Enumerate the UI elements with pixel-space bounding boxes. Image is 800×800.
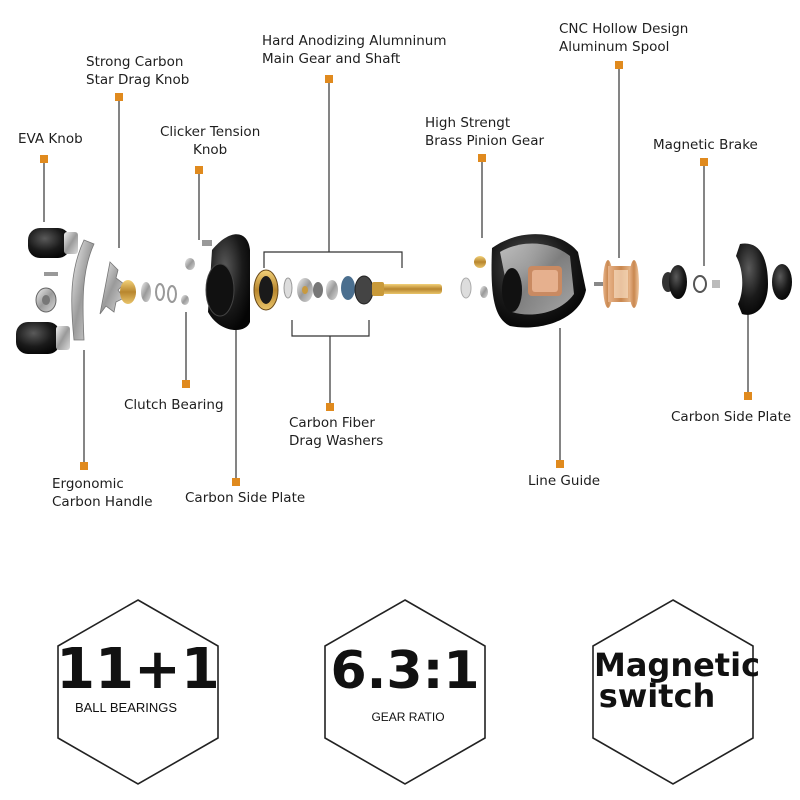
spool (594, 260, 639, 308)
badge-magnetic-switch: Magnetic switch (592, 599, 760, 785)
badge-magnetic-line2: switch (599, 677, 716, 715)
badge-ball-bearings-value: 11+1 (56, 637, 220, 702)
leader-markers (40, 61, 752, 486)
leader-lines (43, 68, 749, 482)
label-right-side-plate: Carbon Side Plate (671, 409, 792, 425)
badge-gear-ratio-label: GEAR RATIO (371, 710, 444, 724)
label-left-side-plate: Carbon Side Plate (185, 490, 306, 506)
badge-gear-ratio-value: 6.3:1 (330, 641, 479, 701)
left-side-plate (205, 234, 250, 331)
label-eva-knob: EVA Knob (18, 131, 83, 147)
badge-ball-bearings: 11+1 BALL BEARINGS (56, 599, 220, 785)
label-magnetic-brake: Magnetic Brake (653, 137, 758, 153)
label-clutch-bearing: Clutch Bearing (124, 397, 224, 413)
label-line-guide: Line Guide (528, 473, 601, 489)
drag-stack (253, 269, 442, 311)
handle-assembly (16, 228, 212, 354)
badge-ball-bearings-label: BALL BEARINGS (75, 700, 177, 715)
badge-gear-ratio: 6.3:1 GEAR RATIO (324, 599, 486, 785)
badge-magnetic-line1: Magnetic (594, 646, 760, 684)
brake-and-right-plate (662, 243, 792, 315)
frame-assembly (460, 234, 586, 328)
